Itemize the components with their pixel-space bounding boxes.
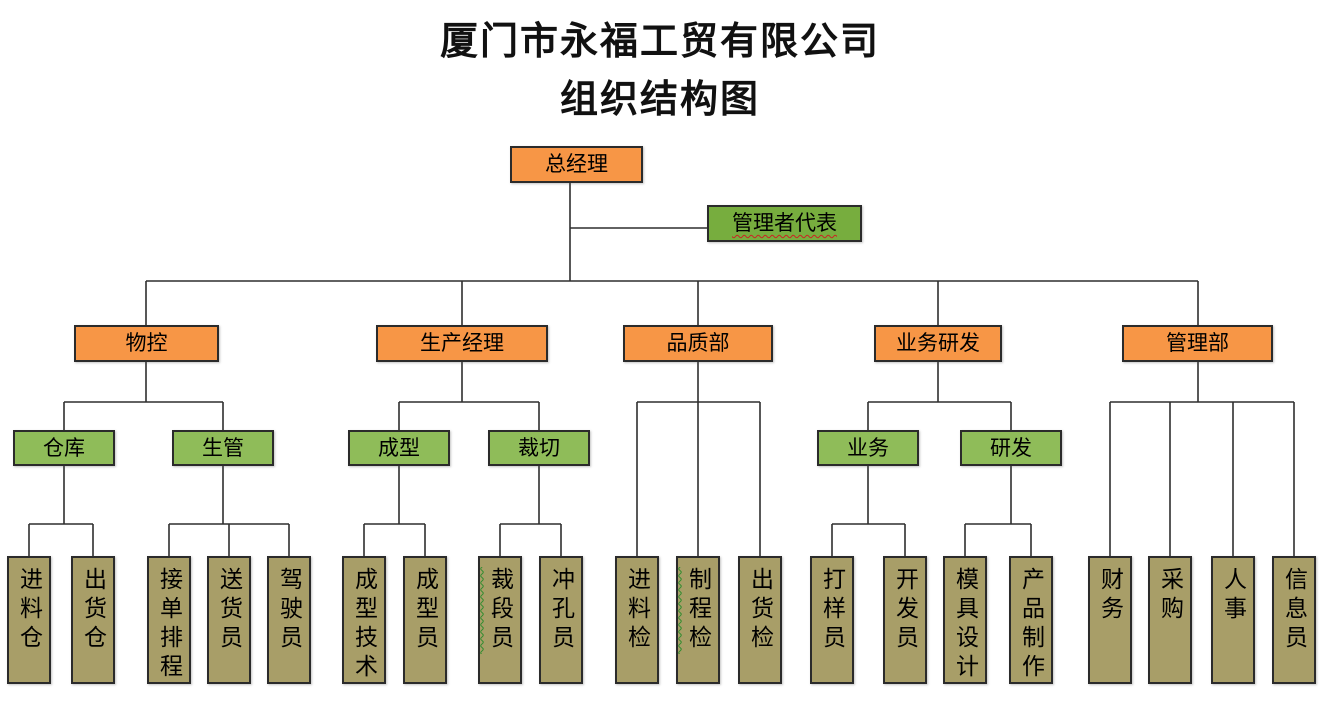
node-punching-operator: 冲孔员	[539, 556, 583, 684]
node-label: 模具设计	[952, 567, 978, 683]
node-section-production-control: 生管	[172, 430, 274, 466]
node-label: 接单排程	[156, 567, 182, 683]
node-incoming-inspection: 进料检	[615, 556, 659, 684]
node-label: 产品制作	[1018, 567, 1044, 683]
node-label: 开发员	[892, 567, 918, 654]
node-molding-operator: 成型员	[403, 556, 447, 684]
node-label: 人事	[1220, 567, 1246, 625]
node-label: 采购	[1157, 567, 1183, 625]
node-dept-production-manager: 生产经理	[376, 325, 548, 362]
node-management-representative: 管理者代表	[707, 205, 862, 242]
node-cut-section-operator: 裁段员	[478, 556, 522, 684]
node-outgoing-inspection: 出货检	[738, 556, 782, 684]
node-section-business: 业务	[817, 430, 919, 466]
node-mold-design: 模具设计	[943, 556, 987, 684]
node-label: 出货仓	[80, 567, 106, 654]
node-label: 成型员	[412, 567, 438, 654]
node-label: 打样员	[819, 567, 845, 654]
node-delivery-staff: 送货员	[207, 556, 251, 684]
node-label: 冲孔员	[548, 567, 574, 654]
node-procurement: 采购	[1148, 556, 1192, 684]
node-label: 裁段员	[487, 567, 513, 654]
node-label: 财务	[1097, 567, 1123, 625]
node-section-cutting: 裁切	[488, 430, 590, 466]
node-dept-quality: 品质部	[623, 325, 773, 362]
node-label: 信息员	[1281, 567, 1307, 654]
node-dept-admin: 管理部	[1122, 325, 1273, 362]
node-general-manager: 总经理	[510, 146, 643, 183]
chart-title-line1: 厦门市永福工贸有限公司	[439, 21, 880, 63]
node-label: 驾驶员	[276, 567, 302, 654]
node-driver: 驾驶员	[267, 556, 311, 684]
node-label: 送货员	[216, 567, 242, 654]
node-hr: 人事	[1211, 556, 1255, 684]
node-label: 进料仓	[16, 567, 42, 654]
node-label: 成型技术	[351, 567, 377, 683]
node-shipping-warehouse: 出货仓	[71, 556, 115, 684]
node-section-rnd: 研发	[960, 430, 1062, 466]
node-incoming-warehouse: 进料仓	[7, 556, 51, 684]
node-dept-material-control: 物控	[74, 325, 219, 362]
node-label: 出货检	[747, 567, 773, 654]
node-information-staff: 信息员	[1272, 556, 1316, 684]
chart-title-line2: 组织结构图	[559, 79, 760, 121]
node-section-warehouse: 仓库	[13, 430, 115, 466]
node-product-making: 产品制作	[1009, 556, 1053, 684]
node-section-molding: 成型	[348, 430, 450, 466]
node-development-staff: 开发员	[883, 556, 927, 684]
node-finance: 财务	[1088, 556, 1132, 684]
node-order-scheduling: 接单排程	[147, 556, 191, 684]
node-label: 进料检	[624, 567, 650, 654]
node-sampling-staff: 打样员	[810, 556, 854, 684]
node-process-inspection: 制程检	[676, 556, 720, 684]
node-dept-business-rnd: 业务研发	[874, 325, 1002, 362]
node-label: 制程检	[685, 567, 711, 654]
node-molding-technology: 成型技术	[342, 556, 386, 684]
